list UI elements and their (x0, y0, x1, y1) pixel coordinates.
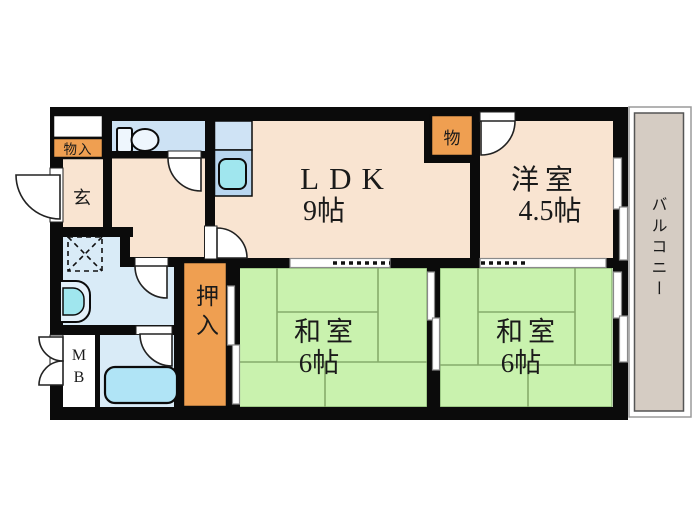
entrance-door-arc (15, 174, 61, 220)
washing-machine-space (67, 236, 103, 272)
washbasin-icon (59, 280, 91, 323)
labels: LDK 9帖 洋室 4.5帖 和室 6帖 和室 6帖 玄 物入 物 押入 M B (64, 129, 582, 386)
japanese-room-2-label: 和室 (496, 317, 560, 347)
room-entrance (63, 158, 103, 227)
japanese-room-1-size: 6帖 (299, 348, 340, 378)
window-pane (618, 206, 629, 261)
hall-storage-label: 物入 (64, 142, 93, 157)
western-room-door-leaf (479, 111, 516, 122)
hall-storage-box (51, 136, 105, 160)
sliding-openings (226, 157, 629, 405)
toilet-icon (116, 127, 160, 153)
kitchen-sink-icon (218, 158, 247, 190)
toilet-door-arc (167, 157, 202, 192)
room-japanese-2 (439, 267, 613, 408)
fusuma-panel (231, 344, 241, 405)
doors (15, 111, 516, 386)
washroom-door-arc (134, 265, 168, 299)
sliding-door (479, 257, 607, 269)
window-pane (612, 271, 623, 319)
futon-closet-box (181, 260, 229, 409)
ldk-door-arc (216, 227, 248, 259)
bathroom-door-arc (139, 333, 173, 367)
fusuma-panel (426, 271, 436, 321)
western-room-door-arc (480, 120, 516, 156)
shoe-cabinet (51, 113, 105, 140)
western-room-label: 洋室 (511, 164, 579, 196)
meter-box-door-arc (38, 360, 64, 386)
tatami-lines (232, 268, 612, 407)
meter-box-letter-1: M (72, 347, 86, 364)
window-pane (618, 315, 629, 363)
ldk-door-leaf (204, 225, 218, 260)
japanese-room-1-label: 和室 (294, 317, 358, 347)
bathtub-icon (103, 365, 179, 405)
balcony: バルコニー (628, 106, 692, 418)
washroom-door-leaf (134, 257, 169, 267)
window-pane (612, 157, 623, 210)
futon-closet-label: 押入 (193, 284, 220, 342)
wardrobe-box (429, 113, 475, 158)
fusuma-panel (226, 285, 236, 346)
fusuma-panel (431, 317, 441, 371)
meter-box-letter-2: B (74, 369, 85, 386)
entrance-label: 玄 (73, 188, 91, 208)
meter-box-door-arc (38, 336, 64, 362)
room-meter-box (63, 332, 95, 407)
japanese-room-2-size: 6帖 (501, 348, 542, 378)
western-room-size: 4.5帖 (518, 195, 581, 227)
balcony-label: バルコニー (649, 196, 667, 301)
ldk-label: LDK (300, 161, 394, 196)
ldk-size: 9帖 (303, 195, 345, 227)
kitchen-counter (213, 120, 253, 197)
wardrobe-label: 物 (444, 129, 461, 148)
